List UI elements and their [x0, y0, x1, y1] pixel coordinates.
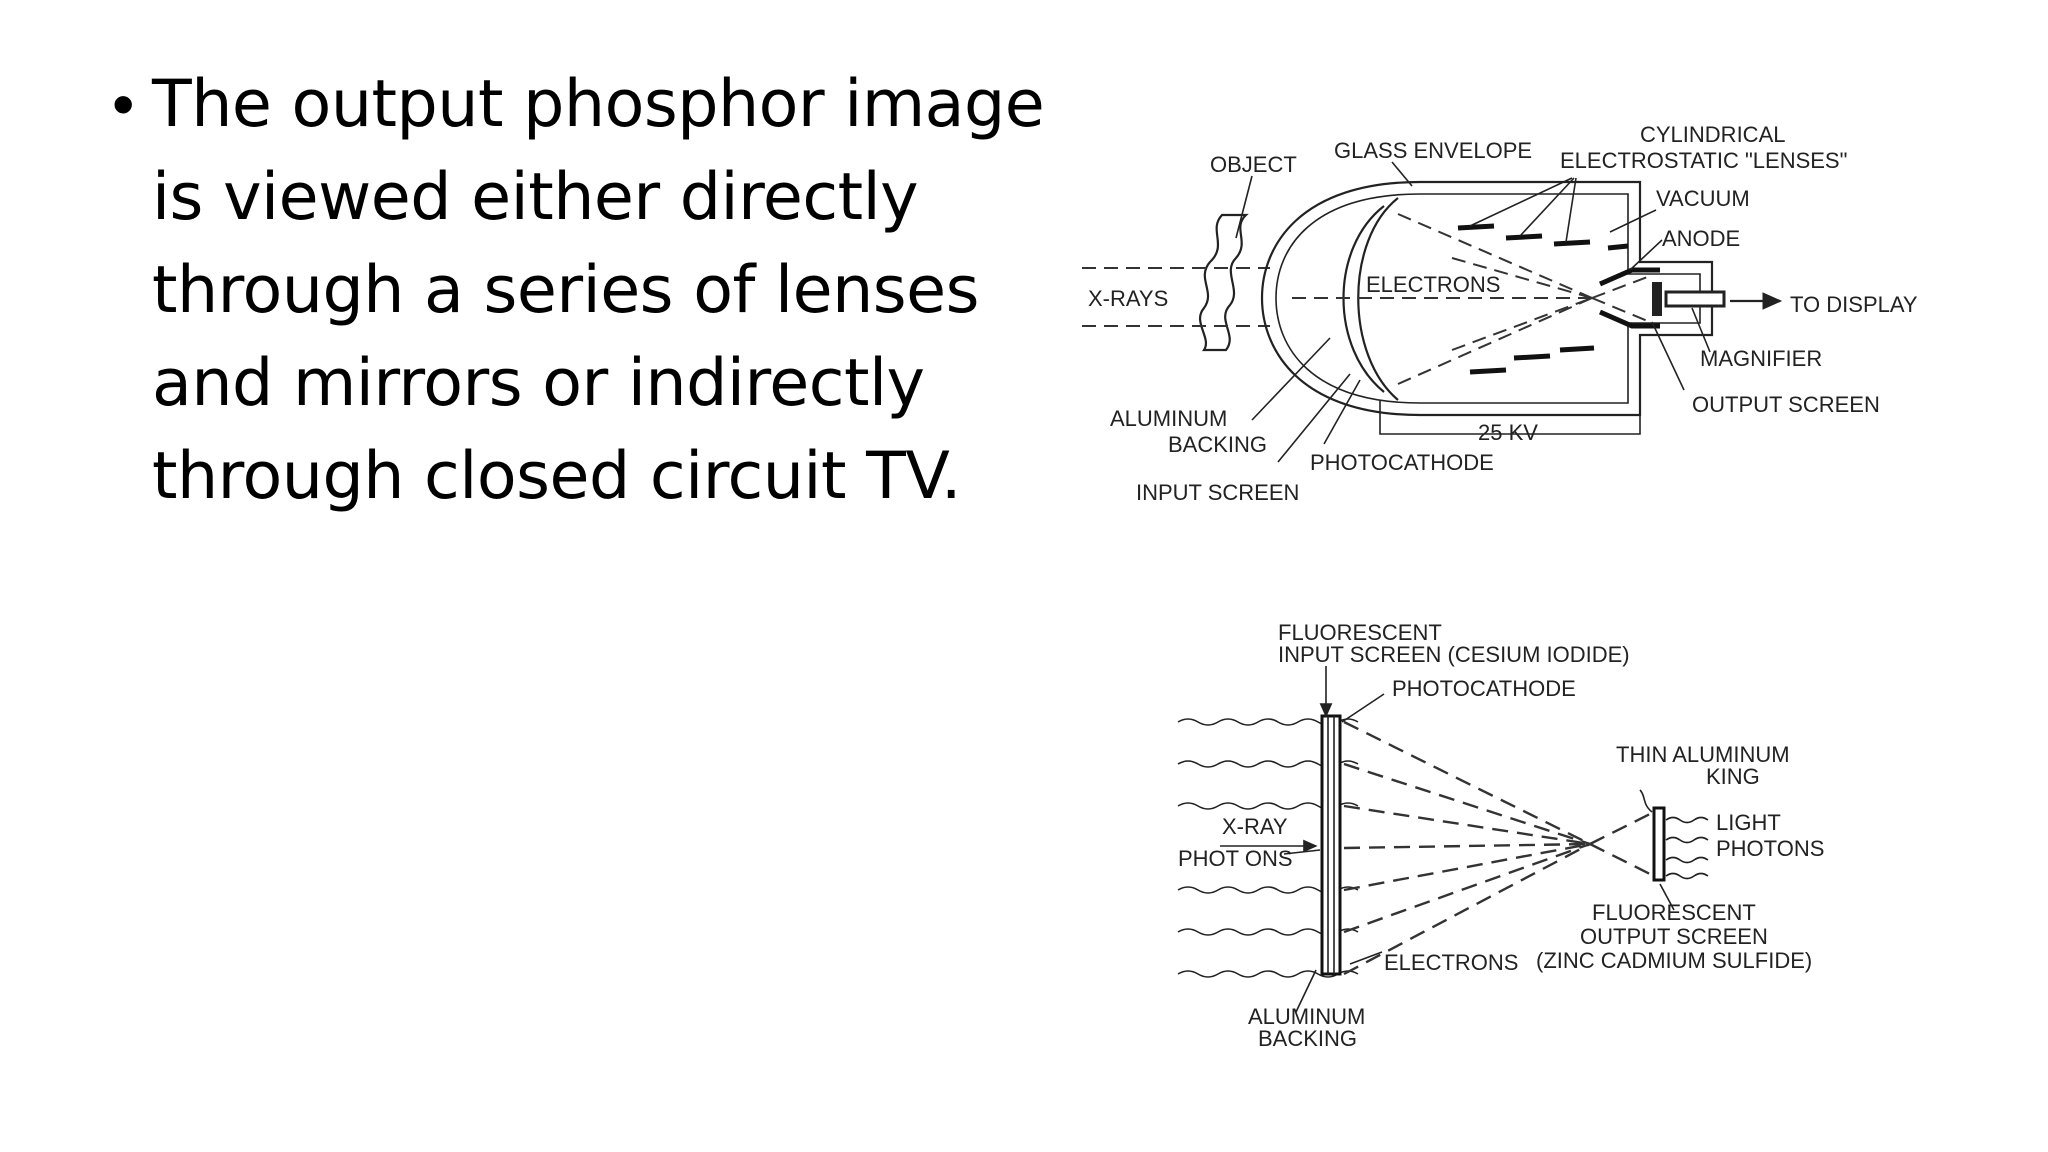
label-photocathode-bottom: PHOTOCATHODE — [1392, 676, 1576, 701]
label-anode: ANODE — [1662, 226, 1740, 251]
label-xrays: X-RAYS — [1088, 286, 1168, 311]
leader-photocathode — [1323, 379, 1361, 445]
electron-path-2 — [1397, 213, 1593, 299]
bullet-dot: • — [112, 68, 135, 140]
lens-plate-4 — [1607, 243, 1629, 251]
leader-lens-3 — [1565, 177, 1577, 243]
anode-shape — [1598, 267, 1660, 287]
output-screen-layer — [1652, 806, 1666, 882]
label-magnifier: MAGNIFIER — [1700, 346, 1822, 371]
leader-input — [1277, 373, 1351, 463]
lens-plate-2 — [1505, 233, 1543, 241]
label-to-display: TO DISPLAY — [1790, 292, 1918, 317]
lens-plate-5 — [1469, 367, 1507, 375]
label-cylindrical-2: ELECTROSTATIC "LENSES" — [1560, 148, 1847, 173]
label-object: OBJECT — [1210, 152, 1297, 177]
lens-plate-3 — [1553, 239, 1591, 247]
label-aluminum-2: BACKING — [1168, 432, 1267, 457]
label-thin-aluminum-1: THIN ALUMINUM — [1616, 742, 1790, 767]
bullet-block: • The output phosphor image is viewed ei… — [112, 58, 1072, 523]
label-electrons-bottom: ELECTRONS — [1384, 950, 1518, 975]
label-glass-envelope: GLASS ENVELOPE — [1334, 138, 1532, 163]
leader-vacuum — [1609, 209, 1657, 233]
label-fl-out-1: FLUORESCENT — [1592, 900, 1756, 925]
label-light-1: LIGHT — [1716, 810, 1781, 835]
label-xray-1: X-RAY — [1222, 814, 1288, 839]
leader-output — [1651, 321, 1685, 391]
object-shape — [1198, 213, 1249, 352]
label-aluminum-1: ALUMINUM — [1110, 406, 1227, 431]
electron-fan — [1343, 720, 1655, 976]
label-cylindrical-1: CYLINDRICAL — [1640, 122, 1785, 147]
electron-path-6 — [1591, 297, 1651, 323]
label-aluminum-bottom-1: ALUMINUM — [1248, 1004, 1365, 1029]
image-intensifier-diagram: OBJECT GLASS ENVELOPE CYLINDRICAL ELECTR… — [1082, 122, 1918, 505]
magnifier — [1664, 290, 1726, 308]
output-screen — [1652, 282, 1662, 316]
screen-cross-section-diagram: FLUORESCENT INPUT SCREEN (CESIUM IODIDE)… — [1177, 620, 1824, 1051]
anode-shape-lower — [1598, 309, 1660, 329]
electron-path-3 — [1397, 297, 1593, 385]
leader-aluminum — [1251, 337, 1331, 421]
label-light-2: PHOTONS — [1716, 836, 1824, 861]
glass-envelope-outer — [1260, 180, 1714, 417]
light-waves — [1665, 816, 1709, 880]
lens-plate-7 — [1559, 345, 1595, 353]
label-fl-out-2: OUTPUT SCREEN — [1580, 924, 1768, 949]
electron-path-4 — [1451, 257, 1593, 299]
leader-anode — [1629, 239, 1663, 271]
label-kv: 25 KV — [1478, 420, 1538, 445]
label-electrons: ELECTRONS — [1366, 272, 1500, 297]
leader-glass — [1391, 161, 1413, 187]
label-fluorescent-1: FLUORESCENT — [1278, 620, 1442, 645]
label-photocathode: PHOTOCATHODE — [1310, 450, 1494, 475]
bullet-item: • The output phosphor image is viewed ei… — [112, 58, 1072, 523]
bullet-text: The output phosphor image is viewed eith… — [152, 67, 1045, 514]
label-input-screen: INPUT SCREEN — [1136, 480, 1299, 505]
lens-plate-1 — [1457, 223, 1495, 231]
label-xray-2: PHOT ONS — [1178, 846, 1293, 871]
label-aluminum-bottom-2: BACKING — [1258, 1026, 1357, 1051]
label-vacuum: VACUUM — [1656, 186, 1750, 211]
electron-path-7 — [1591, 275, 1651, 299]
label-fl-out-3: (ZINC CADMIUM SULFIDE) — [1536, 948, 1812, 973]
label-output-screen: OUTPUT SCREEN — [1692, 392, 1880, 417]
leader-magnifier — [1691, 307, 1711, 353]
leader-object — [1235, 175, 1253, 239]
leader-lens-1 — [1469, 177, 1573, 227]
leader-lens-2 — [1519, 177, 1575, 237]
label-thin-aluminum-2: KING — [1706, 764, 1760, 789]
lens-plate-6 — [1513, 353, 1551, 361]
electron-path-5 — [1451, 297, 1593, 351]
input-screen-layer — [1320, 714, 1342, 976]
glass-envelope-inner — [1275, 193, 1701, 404]
kv-bracket — [1379, 400, 1641, 435]
label-fluorescent-2: INPUT SCREEN (CESIUM IODIDE) — [1278, 642, 1630, 667]
